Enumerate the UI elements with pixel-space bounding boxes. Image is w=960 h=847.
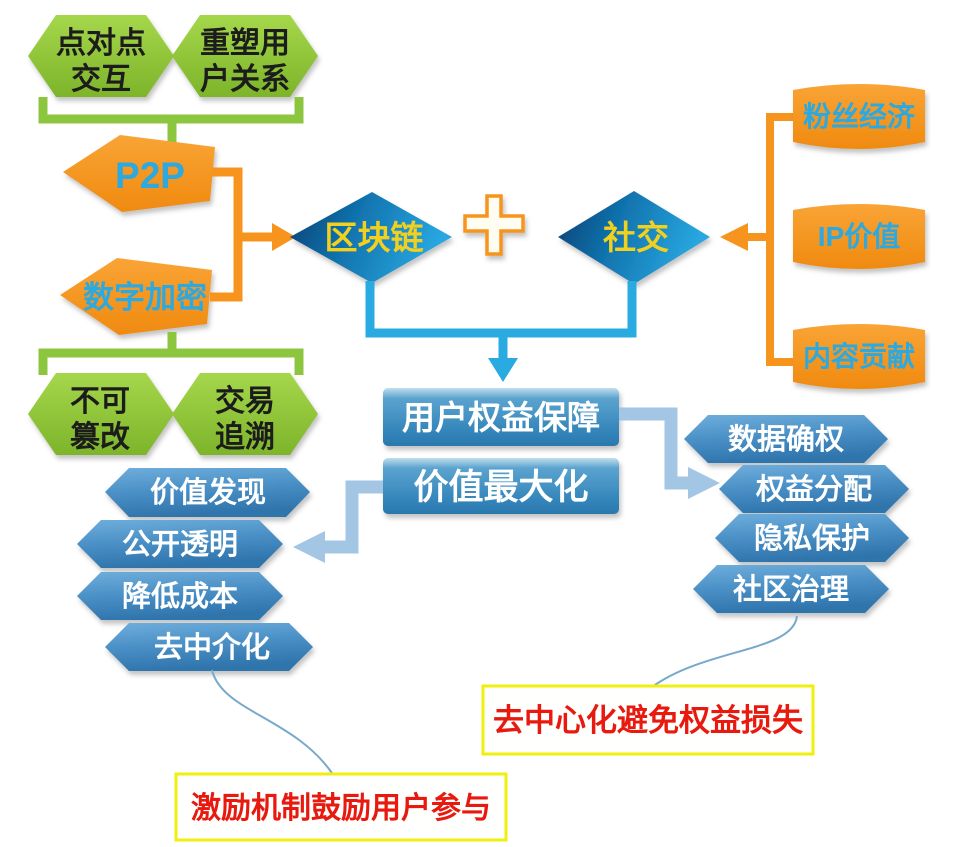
trace-line2: 追溯	[215, 420, 275, 454]
fan-economy-banner	[793, 84, 925, 149]
ip-value-label: IP价值	[818, 221, 900, 252]
p2p-arrow-shape	[63, 135, 215, 212]
decentralization-callout-label: 去中心化避免权益损失	[493, 703, 804, 738]
privacy-protection-hex	[715, 514, 909, 562]
data-rights-label: 数据确权	[728, 422, 844, 456]
ip-value-banner	[793, 204, 925, 269]
transaction-trace-hex	[172, 373, 318, 455]
blockchain-label: 区块链	[325, 219, 424, 256]
incentive-callout	[174, 772, 508, 842]
immutable-line2: 篡改	[70, 420, 130, 454]
community-governance-hex	[693, 565, 889, 613]
orange-right-arrowhead-icon	[720, 223, 748, 251]
reshape-user-relations-hex	[172, 15, 318, 97]
user-rights-box	[383, 388, 619, 446]
privacy-protection-label: 隐私保护	[754, 522, 870, 555]
fan-economy-label: 粉丝经济	[803, 100, 916, 132]
immutable-line1: 不可	[70, 385, 130, 418]
reshape-line1: 重塑用	[200, 27, 290, 60]
bottom-green-bracket-connector	[38, 332, 304, 375]
user-rights-label: 用户权益保障	[402, 399, 600, 436]
reshape-line2: 户关系	[200, 63, 290, 96]
blue-merge-connector	[365, 281, 637, 360]
value-discovery-hex	[105, 468, 310, 517]
social-label: 社交	[603, 219, 669, 256]
content-contribution-banner	[793, 324, 925, 389]
disintermediation-hex	[105, 623, 313, 671]
top-green-bracket-connector	[38, 97, 304, 147]
transparency-label: 公开透明	[122, 528, 238, 561]
right-elbow-arrowhead-icon	[688, 467, 720, 499]
value-maximization-box	[383, 458, 619, 514]
peer-interaction-line1: 点对点	[56, 27, 146, 60]
p2p-label: P2P	[115, 155, 185, 196]
cost-reduction-hex	[77, 572, 283, 620]
left-elbow-arrowhead-icon	[293, 531, 325, 563]
blockchain-diamond	[290, 192, 452, 283]
incentive-callout-label: 激励机制鼓励用户参与	[191, 792, 491, 825]
orange-left-connector	[210, 167, 272, 302]
trace-line1: 交易	[215, 384, 275, 418]
value-maximization-label: 价值最大化	[413, 468, 588, 507]
orange-right-connector	[748, 113, 793, 366]
peer-interaction-line2: 交互	[71, 62, 131, 96]
digital-encryption-label: 数字加密	[83, 280, 207, 315]
rights-distribution-label: 权益分配	[755, 473, 872, 506]
left-callout-curve	[211, 669, 335, 777]
peer-interaction-hex	[28, 15, 174, 97]
social-diamond	[558, 191, 710, 284]
cost-reduction-label: 降低成本	[122, 580, 238, 613]
right-callout-curve	[651, 615, 798, 688]
content-contribution-label: 内容贡献	[803, 340, 915, 372]
decentralization-callout	[481, 684, 815, 756]
community-governance-label: 社区治理	[733, 573, 849, 606]
left-elbow-connector	[325, 480, 383, 554]
immutable-hex	[28, 373, 174, 455]
value-discovery-label: 价值发现	[150, 476, 266, 509]
rights-distribution-hex	[719, 465, 909, 513]
right-elbow-connector	[619, 407, 688, 490]
transparency-hex	[77, 520, 283, 568]
disintermediation-label: 去中介化	[154, 631, 270, 664]
orange-left-arrowhead-icon	[272, 223, 296, 251]
blue-down-arrowhead-icon	[488, 358, 518, 382]
data-rights-hex	[684, 415, 888, 463]
digital-encryption-arrow-shape	[60, 258, 212, 335]
plus-icon	[463, 194, 525, 256]
